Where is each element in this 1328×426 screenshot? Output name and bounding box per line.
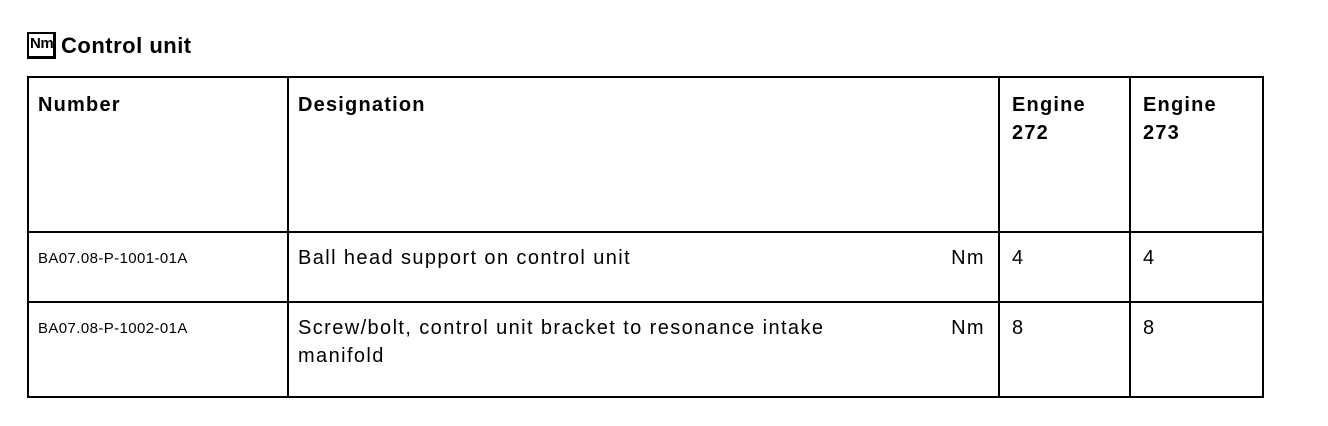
cell-engine-273: 4 [1129, 231, 1264, 303]
unit-label: Nm [951, 317, 985, 339]
table-row: BA07.08-P-1002-01A Screw/bolt, control u… [27, 301, 1264, 398]
col-header-number: Number [27, 76, 289, 233]
unit-label: Nm [951, 247, 985, 269]
cell-engine-273: 8 [1129, 301, 1264, 398]
header-line: Engine [1143, 94, 1217, 116]
cell-engine-272: 8 [998, 301, 1131, 398]
table-row: BA07.08-P-1001-01A Ball head support on … [27, 231, 1264, 303]
cell-number: BA07.08-P-1002-01A [27, 301, 289, 398]
header-line: 273 [1143, 122, 1180, 144]
page-title: Control unit [61, 33, 192, 58]
table-header-row: Number Designation Engine 272 Engine 273 [27, 76, 1264, 233]
cell-number: BA07.08-P-1001-01A [27, 231, 289, 303]
header-line: Engine [1012, 94, 1086, 116]
torque-spec-table: Number Designation Engine 272 Engine 273… [27, 76, 1264, 398]
col-header-engine-273: Engine 273 [1129, 76, 1264, 233]
col-header-engine-272: Engine 272 [998, 76, 1131, 233]
section-heading: Nm Control unit [27, 32, 192, 59]
col-header-designation: Designation [287, 76, 1000, 233]
designation-content: Ball head support on control unit Nm [298, 244, 985, 272]
designation-text: Screw/bolt, control unit bracket to reso… [298, 317, 825, 367]
header-line: 272 [1012, 122, 1049, 144]
cell-designation: Ball head support on control unit Nm [287, 231, 1000, 303]
designation-text: Ball head support on control unit [298, 247, 632, 269]
designation-content: Screw/bolt, control unit bracket to reso… [298, 314, 985, 370]
nm-torque-icon: Nm [27, 32, 56, 59]
cell-designation: Screw/bolt, control unit bracket to reso… [287, 301, 1000, 398]
cell-engine-272: 4 [998, 231, 1131, 303]
